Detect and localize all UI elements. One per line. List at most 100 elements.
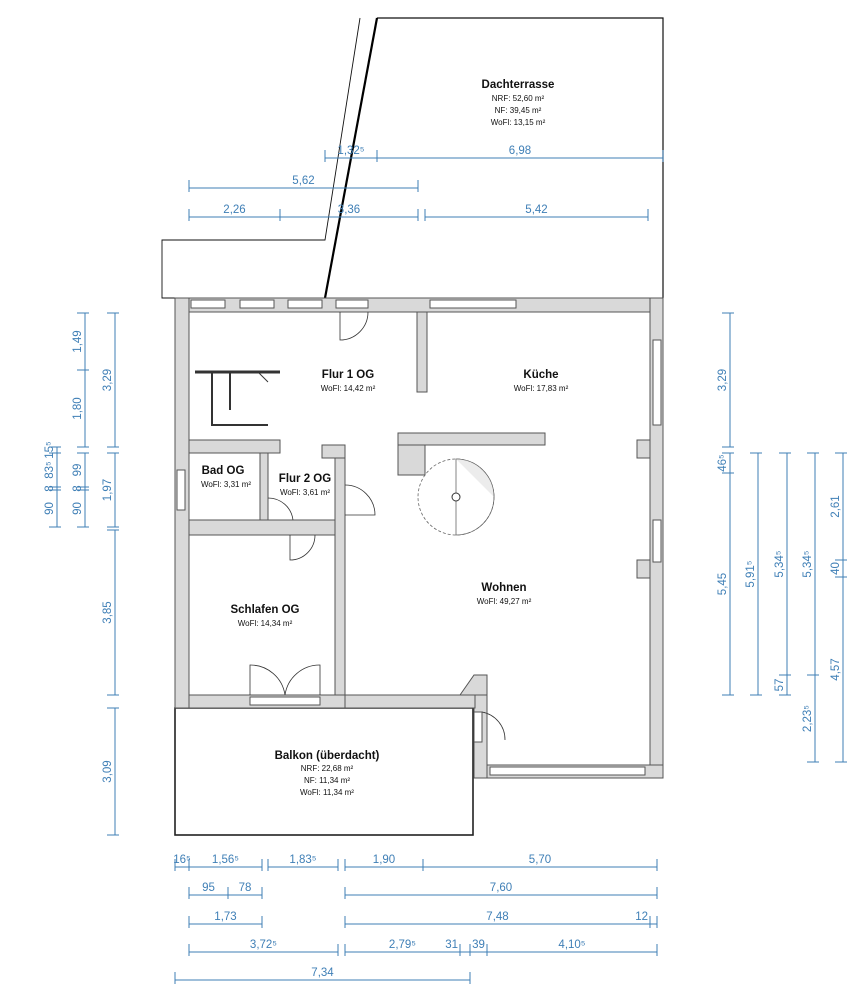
room-wofl: WoFl: 11,34 m² (300, 788, 354, 797)
dimension-bottom: 7,60 (344, 882, 658, 899)
dimension-label: 3,85 (102, 601, 114, 623)
room-wofl: WoFl: 3,31 m² (201, 480, 251, 489)
room-name: Bad OG (202, 465, 245, 477)
room-bad: Bad OG WoFl: 3,31 m² (201, 465, 251, 489)
room-nrf: NRF: 22,68 m² (301, 764, 354, 773)
walls (174, 297, 664, 779)
dimension-label: 90 (72, 502, 84, 515)
dimension-bottom: 1,73 (188, 911, 263, 928)
dimension-label: 57 (774, 679, 786, 692)
dimension-label: 46⁵ (717, 454, 729, 472)
room-wofl: WoFl: 13,15 m² (491, 118, 546, 127)
dimension-label: 1,56⁵ (212, 854, 239, 866)
dimension-bottom: 12 (635, 911, 658, 928)
dimension-label: 95 (202, 882, 215, 894)
dimension-right: 5,91⁵ (745, 452, 762, 696)
room-flur1: Flur 1 OG WoFl: 14,42 m² (321, 369, 376, 393)
dimension-label: 78 (239, 882, 252, 894)
dimension-bottom: 16⁵ (173, 854, 191, 871)
dimension-label: 2,79⁵ (389, 939, 416, 951)
dimension-label: 7,60 (490, 882, 512, 894)
dimension-bottom: 1,90 (344, 854, 424, 871)
dimension-label: 1,80 (72, 397, 84, 419)
room-wofl: WoFl: 17,83 m² (514, 384, 569, 393)
dimension-label: 3,29 (717, 369, 729, 391)
dimension-label: 31 (445, 939, 458, 951)
room-kueche: Küche WoFl: 17,83 m² (514, 369, 569, 393)
dimension-label: 1,73 (214, 911, 236, 923)
dimension-label: 1,32⁵ (337, 145, 364, 157)
dimension-label: 7,34 (311, 967, 334, 979)
dimension-left: 90 (72, 489, 89, 528)
dimension-bottom: 39 (469, 939, 488, 956)
dimension-left: 8 (72, 485, 89, 492)
dimension-top: 6,98 (376, 145, 664, 162)
dimension-right: 5,34⁵ (802, 452, 819, 676)
dimension-label: 3,36 (338, 204, 360, 216)
stairwell (195, 370, 280, 426)
dimension-label: 5,42 (525, 204, 547, 216)
dimension-left: 15⁵ (44, 441, 61, 459)
dimension-label: 3,29 (102, 369, 114, 391)
room-name: Dachterrasse (482, 79, 555, 91)
dimension-top: 1,32⁵ (324, 145, 378, 162)
dimension-left: 3,29 (102, 312, 119, 448)
dimension-label: 3,72⁵ (250, 939, 277, 951)
dimension-left: 3,85 (102, 529, 119, 696)
room-name: Balkon (überdacht) (275, 750, 380, 762)
room-nrf: NRF: 52,60 m² (492, 94, 545, 103)
room-dachterrasse: Dachterrasse NRF: 52,60 m² NF: 39,45 m² … (482, 79, 555, 127)
dimension-label: 7,48 (486, 911, 508, 923)
dimension-bottom: 1,56⁵ (188, 854, 263, 871)
dimension-left: 99 (72, 452, 89, 488)
dimension-right: 3,29 (717, 312, 734, 448)
dimension-right: 2,61 (830, 452, 847, 561)
dimension-top: 5,42 (424, 204, 649, 221)
spiral-staircase (417, 458, 495, 536)
dimension-label: 4,57 (830, 658, 842, 680)
room-name: Wohnen (481, 582, 526, 594)
dimension-bottom: 78 (227, 882, 263, 899)
dimension-right: 57 (774, 674, 791, 696)
dimension-label: 83⁵ (44, 461, 56, 479)
dimension-left: 3,09 (102, 707, 119, 836)
dimension-bottom: 1,83⁵ (267, 854, 339, 871)
dimension-left: 1,49 (72, 312, 89, 371)
dimension-bottom: 7,34 (174, 967, 471, 984)
balcony-outline (174, 707, 474, 836)
room-balkon: Balkon (überdacht) NRF: 22,68 m² NF: 11,… (275, 750, 380, 797)
dimension-right: 46⁵ (717, 452, 734, 474)
dimension-label: 39 (472, 939, 485, 951)
room-wofl: WoFl: 3,61 m² (280, 488, 330, 497)
dimension-bottom: 7,48 (344, 911, 651, 928)
dimension-label: 12 (635, 911, 648, 923)
room-name: Küche (523, 369, 558, 381)
dimension-right: 5,34⁵ (774, 452, 791, 676)
dimension-bottom: 3,72⁵ (188, 939, 339, 956)
room-nf: NF: 11,34 m² (304, 776, 350, 785)
dimension-right: 4,57 (830, 576, 847, 763)
dimension-label: 5,91⁵ (745, 560, 757, 587)
dimension-label: 8 (44, 485, 56, 491)
dimension-label: 90 (44, 502, 56, 515)
dimension-bottom: 95 (188, 882, 229, 899)
dimension-right: 5,45 (717, 472, 734, 696)
room-flur2: Flur 2 OG WoFl: 3,61 m² (279, 473, 331, 497)
dimension-label: 3,09 (102, 760, 114, 782)
room-wohnen: Wohnen WoFl: 49,27 m² (477, 582, 532, 606)
room-nf: NF: 39,45 m² (495, 106, 542, 115)
dimension-label: 5,70 (529, 854, 551, 866)
dimension-label: 8 (72, 485, 84, 491)
dimension-top: 2,26 (188, 204, 281, 221)
room-name: Schlafen OG (230, 604, 299, 616)
dimension-label: 1,97 (102, 479, 114, 501)
dimension-label: 6,98 (509, 145, 531, 157)
room-name: Flur 1 OG (322, 369, 374, 381)
room-wofl: WoFl: 14,34 m² (238, 619, 293, 628)
dimension-label: 99 (72, 464, 84, 477)
dimension-label: 1,90 (373, 854, 395, 866)
dimension-bottom: 31 (445, 939, 471, 956)
dimension-label: 5,34⁵ (802, 550, 814, 577)
